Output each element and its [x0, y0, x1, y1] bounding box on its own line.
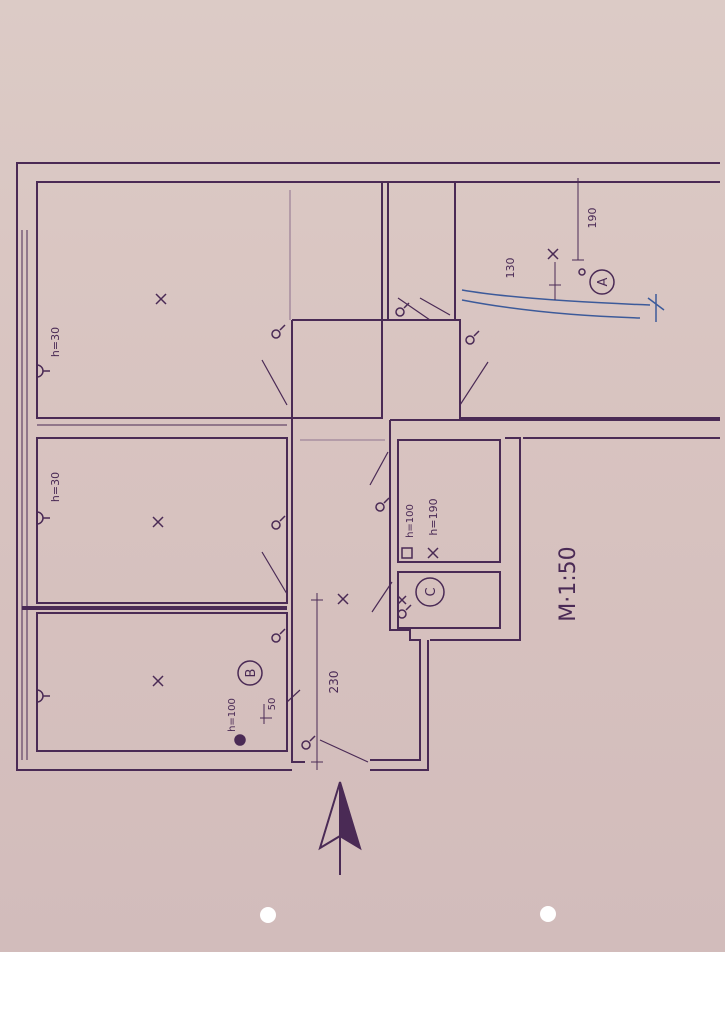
- north-arrow-icon: [318, 781, 362, 875]
- dimension-lines: [260, 178, 584, 770]
- block-wall: [430, 437, 521, 641]
- drawing-sheet: [0, 0, 725, 952]
- pen-annotation: [461, 289, 665, 322]
- room-bathroom: [397, 571, 501, 629]
- room-bottom-left: [36, 612, 288, 752]
- socket-icon: [271, 324, 286, 339]
- scale-label: M·1:50: [556, 546, 581, 621]
- socket-icon: [36, 364, 50, 378]
- room-kitchen: [397, 439, 501, 563]
- punch-hole-icon: [540, 906, 556, 922]
- lamp-marker-icon: [578, 268, 586, 276]
- outer-wall-bottom: [370, 640, 429, 771]
- door-swing: [371, 581, 393, 613]
- lamps: [152, 248, 559, 687]
- marker-a-ring: [589, 269, 615, 295]
- door-swing: [369, 451, 389, 486]
- height-label: h=100: [405, 504, 416, 538]
- door-swing: [286, 689, 301, 703]
- lamp-cross-icon: [152, 675, 164, 687]
- height-label: h=190: [427, 498, 440, 535]
- dimension-230: 230: [327, 671, 341, 694]
- socket-icon: [465, 330, 480, 345]
- lamp-cross-icon: [427, 547, 439, 559]
- socket-icon: [36, 511, 50, 525]
- walls: [16, 162, 720, 771]
- switch-box-icon: [401, 547, 413, 559]
- lamp-cross-icon: [397, 595, 407, 605]
- marker-a-label: A: [596, 277, 611, 286]
- height-label: h=30: [49, 472, 62, 502]
- dimension-130: 130: [504, 258, 517, 279]
- door-swing: [459, 361, 489, 406]
- lamp-marker-icon: [234, 734, 246, 746]
- door-swing: [261, 551, 288, 595]
- corridor-wall: [370, 420, 421, 761]
- lamp-cross-icon: [547, 248, 559, 260]
- outer-wall: [16, 162, 720, 771]
- room-top-left: [36, 181, 383, 419]
- lamp-cross-icon: [337, 593, 349, 605]
- small-room-top: [387, 181, 456, 321]
- punch-hole-icon: [260, 907, 276, 923]
- marker-b-label: B: [244, 669, 259, 678]
- sockets: [36, 302, 480, 750]
- socket-icon: [395, 302, 410, 317]
- marker-b-ring: [237, 660, 263, 686]
- height-label: h=100: [227, 698, 238, 732]
- corridor-wall: [292, 182, 389, 321]
- door-swing: [419, 297, 451, 316]
- pencil-lines: [289, 190, 385, 441]
- lamp-cross-icon: [155, 293, 167, 305]
- door-swing: [261, 359, 288, 406]
- socket-icon: [301, 735, 316, 750]
- dimension-50: 50: [267, 698, 278, 711]
- markers: [234, 268, 615, 746]
- door-swing: [319, 739, 369, 763]
- marker-c-label: C: [424, 587, 439, 596]
- socket-icon: [36, 689, 50, 703]
- lamp-cross-icon: [152, 516, 164, 528]
- socket-icon: [271, 628, 286, 643]
- socket-icon: [375, 497, 390, 512]
- corridor-wall: [291, 320, 305, 763]
- marker-c-ring: [415, 577, 445, 607]
- door-swings: [261, 297, 489, 763]
- height-label: h=30: [49, 327, 62, 357]
- dimension-190: 190: [586, 208, 599, 229]
- socket-icon: [271, 515, 286, 530]
- door-swing: [397, 297, 431, 321]
- socket-icon: [397, 604, 412, 619]
- room-mid-left: [36, 437, 288, 604]
